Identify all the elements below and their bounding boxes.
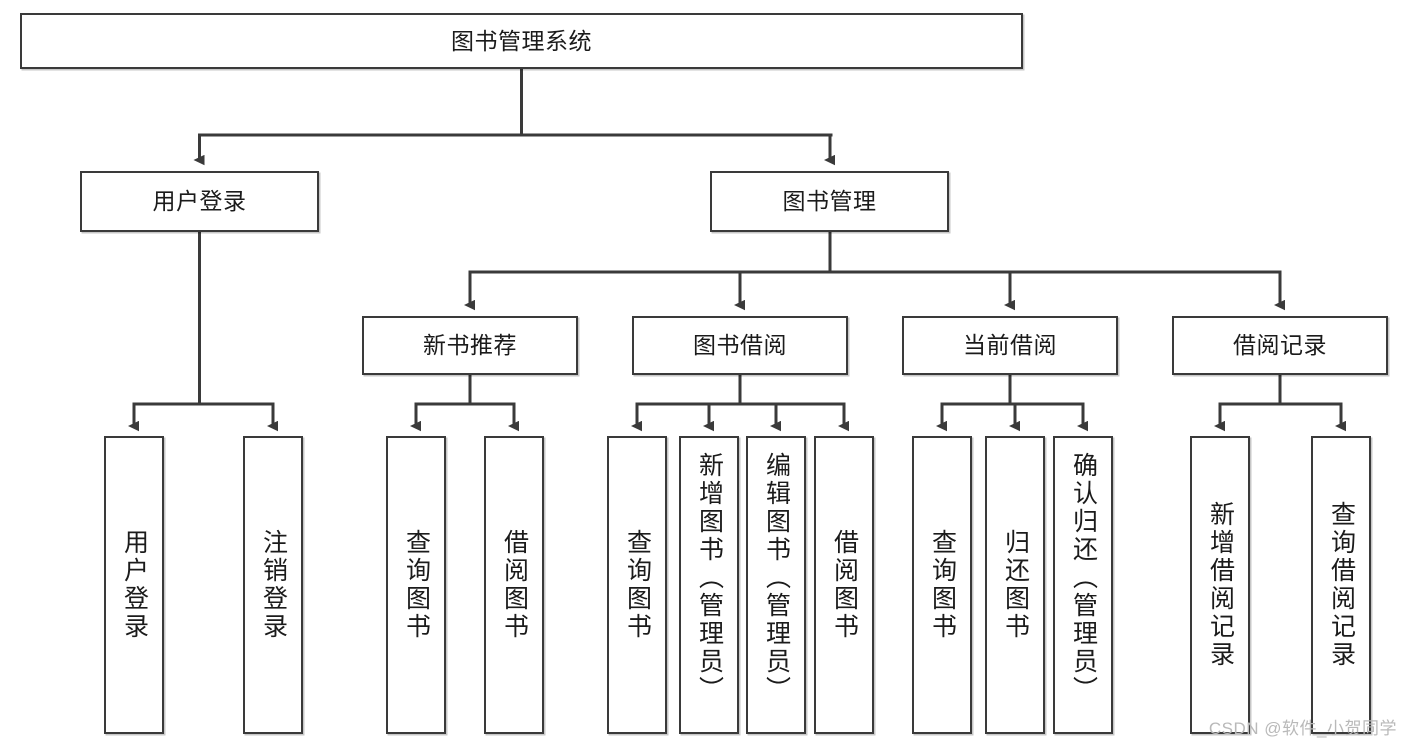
node-leaf-return-book-label: 归还图书 — [1001, 529, 1030, 641]
node-leaf-edit-book-label: 编辑图书（管理员） — [762, 452, 791, 704]
node-leaf-add-record-label: 新增借阅记录 — [1206, 501, 1235, 669]
node-leaf-query-book-3-label: 查询图书 — [928, 529, 957, 641]
node-root-label: 图书管理系统 — [451, 27, 592, 54]
node-leaf-query-book-2[interactable]: 查询图书 — [607, 436, 667, 734]
node-book-manage[interactable]: 图书管理 — [710, 171, 949, 232]
node-leaf-query-book-1[interactable]: 查询图书 — [386, 436, 446, 734]
node-user-login[interactable]: 用户登录 — [80, 171, 319, 232]
node-leaf-borrow-book-2[interactable]: 借阅图书 — [814, 436, 874, 734]
node-leaf-logout[interactable]: 注销登录 — [243, 436, 303, 734]
node-book-borrow[interactable]: 图书借阅 — [632, 316, 848, 375]
node-leaf-logout-label: 注销登录 — [259, 529, 288, 641]
node-leaf-add-record[interactable]: 新增借阅记录 — [1190, 436, 1250, 734]
node-new-book-recommend[interactable]: 新书推荐 — [362, 316, 578, 375]
node-current-borrow[interactable]: 当前借阅 — [902, 316, 1118, 375]
node-leaf-query-record-label: 查询借阅记录 — [1327, 501, 1356, 669]
node-leaf-edit-book[interactable]: 编辑图书（管理员） — [746, 436, 806, 734]
csdn-watermark: CSDN @软件_小贺同学 — [1208, 719, 1397, 738]
node-leaf-user-login[interactable]: 用户登录 — [104, 436, 164, 734]
node-leaf-add-book-label: 新增图书（管理员） — [695, 452, 724, 704]
node-leaf-borrow-book-2-label: 借阅图书 — [830, 529, 859, 641]
node-leaf-query-record[interactable]: 查询借阅记录 — [1311, 436, 1371, 734]
node-leaf-confirm-return[interactable]: 确认归还（管理员） — [1053, 436, 1113, 734]
node-leaf-add-book[interactable]: 新增图书（管理员） — [679, 436, 739, 734]
node-root[interactable]: 图书管理系统 — [20, 13, 1023, 69]
node-user-login-label: 用户登录 — [152, 188, 247, 215]
node-leaf-borrow-book-1-label: 借阅图书 — [500, 529, 529, 641]
node-leaf-query-book-1-label: 查询图书 — [402, 529, 431, 641]
node-leaf-query-book-2-label: 查询图书 — [623, 529, 652, 641]
node-book-manage-label: 图书管理 — [782, 188, 877, 215]
node-book-borrow-label: 图书借阅 — [693, 332, 787, 359]
node-leaf-user-login-label: 用户登录 — [120, 529, 149, 641]
node-leaf-confirm-return-label: 确认归还（管理员） — [1069, 452, 1098, 704]
node-new-book-recommend-label: 新书推荐 — [423, 332, 517, 359]
node-leaf-borrow-book-1[interactable]: 借阅图书 — [484, 436, 544, 734]
node-leaf-query-book-3[interactable]: 查询图书 — [912, 436, 972, 734]
node-leaf-return-book[interactable]: 归还图书 — [985, 436, 1045, 734]
node-borrow-record[interactable]: 借阅记录 — [1172, 316, 1388, 375]
node-borrow-record-label: 借阅记录 — [1233, 332, 1327, 359]
node-current-borrow-label: 当前借阅 — [963, 332, 1057, 359]
